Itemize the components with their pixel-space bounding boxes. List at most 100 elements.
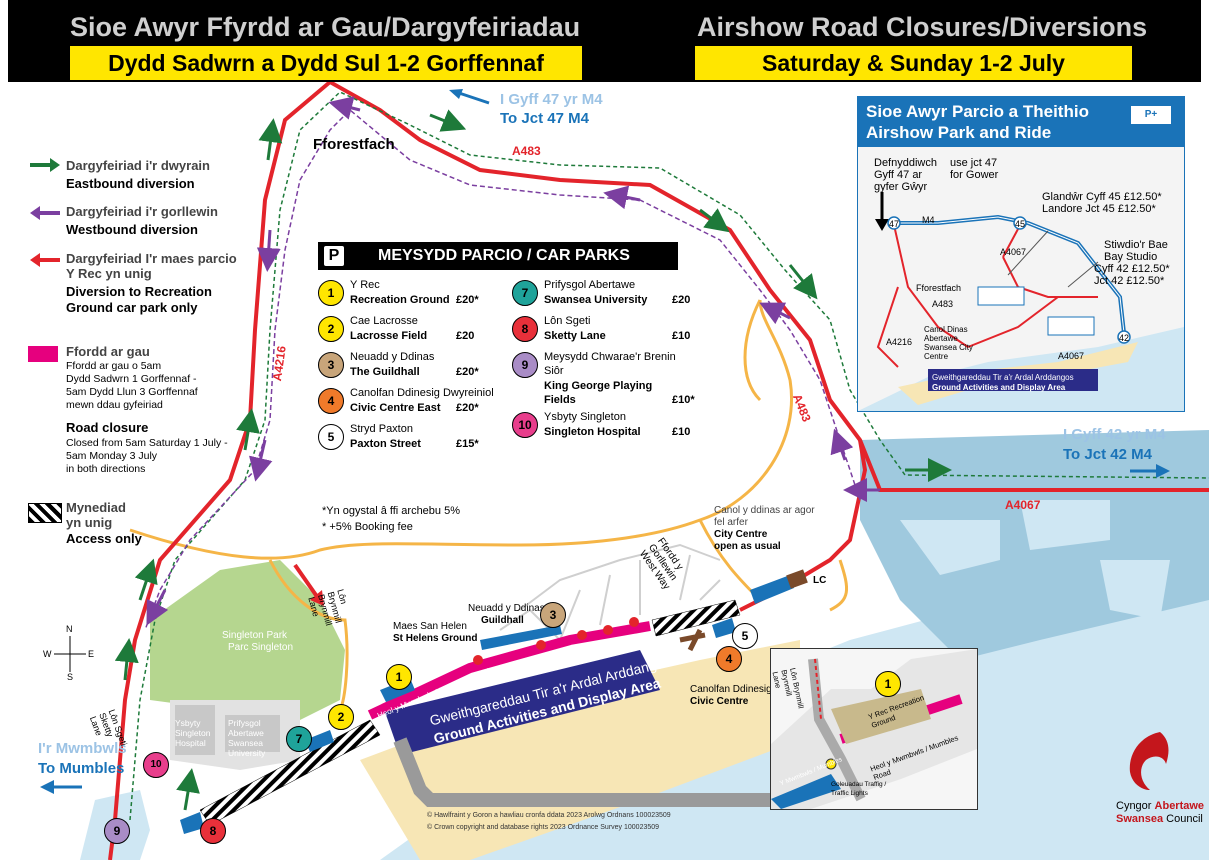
park-and-ride-title-cy: Sioe Awyr Parcio a Theithio bbox=[866, 102, 1089, 121]
map-pin-paxton-street[interactable]: 5 bbox=[732, 623, 758, 649]
park-and-ride-inset: Sioe Awyr Parcio a Theithio Airshow Park… bbox=[857, 96, 1185, 412]
road-closure-en-2: 5am Monday 3 July bbox=[66, 450, 158, 462]
swansea-council-logo-icon bbox=[1129, 732, 1169, 790]
detail-pin-rec[interactable]: 1 bbox=[875, 671, 901, 697]
rec-detail-inset: 1 Lôn Brynmill Brynmill Lane Y Rec Recre… bbox=[770, 648, 978, 810]
use-jct47-cy-2: Gyff 47 ar bbox=[874, 169, 923, 181]
to-jct42-arrow-icon bbox=[1130, 464, 1170, 478]
car-park-name-cy: Lôn Sgeti bbox=[544, 315, 591, 327]
map-pin-guildhall[interactable]: 3 bbox=[540, 602, 566, 628]
council-logo-en: Swansea Council bbox=[1116, 813, 1203, 825]
lc-label: LC bbox=[813, 575, 827, 586]
road-closure-cy-3: 5am Dydd Llun 3 Gorffennaf bbox=[66, 386, 198, 398]
title-english: Airshow Road Closures/Diversions bbox=[697, 12, 1148, 42]
civic-map-cy: Canolfan Ddinesig bbox=[690, 684, 772, 695]
road-closure-title-cy: Ffordd ar gau bbox=[66, 344, 150, 359]
stiwdio-label: Stiwdio'r Bae bbox=[1104, 239, 1168, 251]
map-pin-civic-centre-east[interactable]: 4 bbox=[716, 646, 742, 672]
westbound-legend-cy: Dargyfeiriad i'r gorllewin bbox=[66, 204, 218, 219]
city-centre-en-1: City Centre bbox=[714, 529, 768, 540]
inset-display-en: Ground Activities and Display Area bbox=[932, 383, 1066, 392]
civic-map-en: Civic Centre bbox=[690, 696, 749, 707]
display-area-shape bbox=[385, 650, 660, 755]
copyright-cy: © Hawlfraint y Goron a hawliau cronfa dd… bbox=[427, 812, 671, 819]
guildhall-map-cy: Neuadd y Ddinas bbox=[468, 603, 545, 614]
local-roads bbox=[129, 299, 849, 711]
hospital-label: Ysbyty Singleton Hospital bbox=[175, 718, 211, 748]
car-park-price: £10 bbox=[672, 426, 691, 438]
rec-diversion-legend-arrow-icon bbox=[30, 253, 60, 267]
city-centre-cy: Canol y ddinas ar agor fel arfer bbox=[714, 505, 815, 528]
map-pin-swansea-university[interactable]: 7 bbox=[286, 726, 312, 752]
copyright-en: © Crown copyright and database rights 20… bbox=[427, 824, 660, 831]
car-park-name-en: Paxton Street bbox=[350, 438, 421, 450]
inset-fforestfach: Fforestfach bbox=[916, 283, 962, 293]
road-closure-cy-4: mewn ddau gyfeiriad bbox=[66, 399, 163, 411]
use-jct47-en-1: use jct 47 bbox=[950, 157, 998, 169]
rec-diversion-arrow bbox=[293, 563, 320, 600]
car-park-name-en: The Guildhall bbox=[350, 366, 420, 378]
park-and-ride-title-en: Airshow Park and Ride bbox=[866, 123, 1052, 142]
car-park-name-cy: Stryd Paxton bbox=[350, 423, 413, 435]
car-park-price: £20* bbox=[456, 366, 479, 378]
eastbound-legend-cy: Dargyfeiriad i'r dwyrain bbox=[66, 158, 210, 173]
detail-lights-en: Traffic Lights bbox=[831, 790, 868, 797]
parking-icon: P bbox=[324, 246, 344, 266]
access-only-en: Access only bbox=[66, 531, 142, 546]
to-jct47-cy: I Gyff 47 yr M4 bbox=[500, 91, 603, 108]
westbound-legend-en: Westbound diversion bbox=[66, 222, 198, 237]
car-parks-heading: MEYSYDD PARCIO / CAR PARKS bbox=[378, 247, 630, 264]
road-closure-en-1: Closed from 5am Saturday 1 July - bbox=[66, 437, 228, 449]
bay-studio-label: Bay Studio bbox=[1104, 251, 1158, 263]
university-label: Prifysgol Abertawe Swansea University bbox=[228, 718, 266, 758]
legend-pin-the-guildhall: 3 bbox=[318, 352, 344, 378]
car-park-name-cy: Meysydd Chwarae'r Brenin Siôr bbox=[544, 351, 676, 377]
compass-n: N bbox=[66, 624, 73, 634]
booking-fee-note-en: * +5% Booking fee bbox=[322, 521, 413, 533]
st-helens-cy: Maes San Helen bbox=[393, 621, 467, 632]
map-pin-recreation-ground[interactable]: 1 bbox=[386, 664, 412, 690]
car-park-name-en: Singleton Hospital bbox=[544, 426, 641, 438]
to-jct42-en: To Jct 42 M4 bbox=[1063, 446, 1152, 463]
rec-diversion-legend-en-2: Ground car park only bbox=[66, 300, 198, 315]
inset-a4216: A4216 bbox=[886, 337, 913, 347]
westbound-legend-arrow-icon bbox=[30, 206, 60, 220]
singleton-park-area bbox=[150, 560, 345, 720]
car-park-price: £15* bbox=[456, 438, 479, 450]
date-english: Saturday & Sunday 1-2 July bbox=[695, 46, 1132, 80]
rec-diversion-legend-en-1: Diversion to Recreation bbox=[66, 284, 212, 299]
access-only-swatch bbox=[28, 503, 62, 523]
car-park-price: £20* bbox=[456, 402, 479, 414]
road-closure-swatch bbox=[28, 346, 58, 362]
rec-diversion-legend-cy: Dargyfeiriad I'r maes parcio Y Rec yn un… bbox=[66, 251, 237, 281]
council-logo-cy: Cyngor Abertawe bbox=[1116, 800, 1205, 812]
legend-pin-sketty-lane: 8 bbox=[512, 316, 538, 342]
park-ride-bus-icon: P+ bbox=[1130, 105, 1172, 125]
legend-pin-civic-centre-east: 4 bbox=[318, 388, 344, 414]
car-park-name-en: Sketty Lane bbox=[544, 330, 606, 342]
use-jct47-en-2: for Gower bbox=[950, 169, 999, 181]
park-and-ride-header: Sioe Awyr Parcio a Theithio Airshow Park… bbox=[858, 97, 1184, 147]
singleton-park-cy: Parc Singleton bbox=[228, 642, 294, 653]
map-pin-singleton-hospital[interactable]: 10 bbox=[143, 752, 169, 778]
compass-e: E bbox=[88, 649, 95, 659]
to-mumbles-cy: I'r Mwmbwls bbox=[38, 740, 127, 757]
car-park-price: £20 bbox=[672, 294, 691, 306]
car-park-name-cy: Ysbyty Singleton bbox=[544, 411, 626, 423]
inset-a483: A483 bbox=[932, 299, 954, 309]
car-park-blocks bbox=[180, 575, 794, 834]
no-entry-markers bbox=[473, 617, 639, 665]
map-pin-sketty-lane[interactable]: 8 bbox=[200, 818, 226, 844]
use-jct47-cy-3: gyfer Gŵyr bbox=[874, 181, 928, 193]
a483-label-top: A483 bbox=[512, 144, 541, 158]
eastbound-legend-en: Eastbound diversion bbox=[66, 176, 195, 191]
legend-pin-recreation-ground: 1 bbox=[318, 280, 344, 306]
map-pin-king-george[interactable]: 9 bbox=[104, 818, 130, 844]
legend-pin-paxton-street: 5 bbox=[318, 424, 344, 450]
detail-lights-cy: Goleuadau Traffig / bbox=[831, 781, 887, 788]
road-closure-en-3: in both directions bbox=[66, 463, 146, 475]
legend-pin-singleton-hospital: 10 bbox=[512, 412, 538, 438]
map-pin-lacrosse-field[interactable]: 2 bbox=[328, 704, 354, 730]
city-centre-en-2: open as usual bbox=[714, 541, 781, 552]
